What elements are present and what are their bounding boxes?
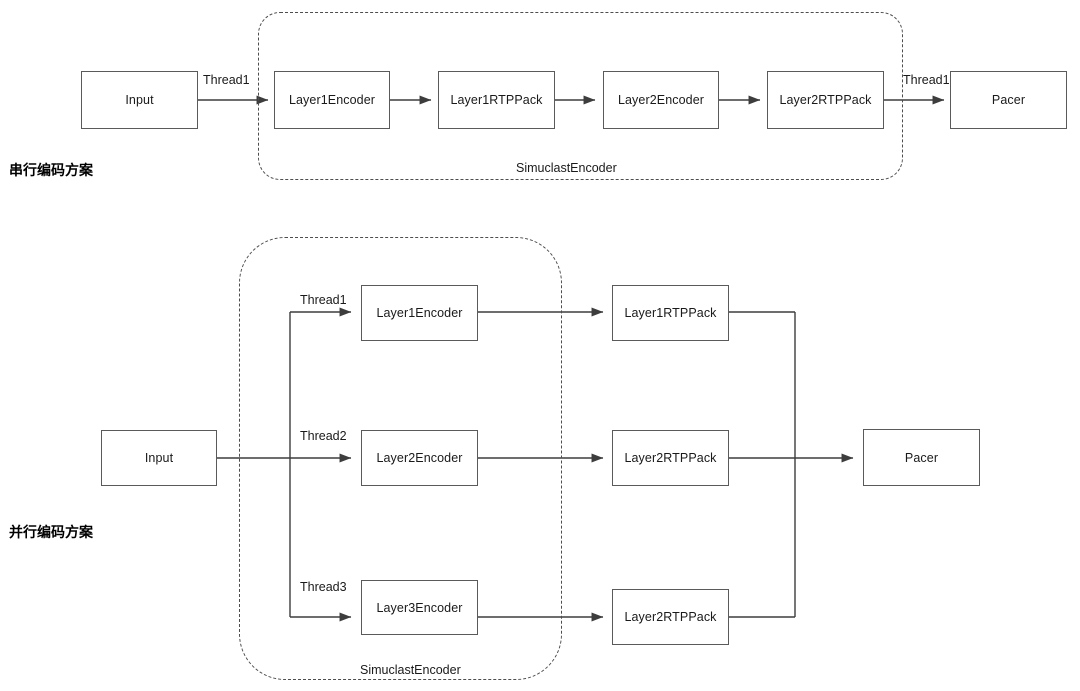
edge-label-thread1-serial-input: Thread1 [203,73,250,87]
node-layer1encoder-parallel[interactable]: Layer1Encoder [361,285,478,341]
group-simulcastencoder-serial [258,12,903,180]
group-label-simulcastencoder-serial: SimuclastEncoder [516,161,617,175]
group-simulcastencoder-parallel [239,237,562,680]
node-pacer-parallel[interactable]: Pacer [863,429,980,486]
section-title-serial: 串行编码方案 [9,162,93,178]
edge-label-thread2-parallel: Thread2 [300,429,347,443]
node-layer2rtppack-parallel-b[interactable]: Layer2RTPPack [612,589,729,645]
node-layer1rtppack-parallel[interactable]: Layer1RTPPack [612,285,729,341]
node-layer1encoder-serial[interactable]: Layer1Encoder [274,71,390,129]
edge-label-thread1-serial-pacer: Thread1 [903,73,950,87]
node-layer2encoder-parallel[interactable]: Layer2Encoder [361,430,478,486]
section-title-parallel: 并行编码方案 [9,524,93,540]
node-layer2encoder-serial[interactable]: Layer2Encoder [603,71,719,129]
node-layer3encoder-parallel[interactable]: Layer3Encoder [361,580,478,635]
group-label-simulcastencoder-parallel: SimuclastEncoder [360,663,461,677]
node-pacer-serial[interactable]: Pacer [950,71,1067,129]
node-layer2rtppack-serial[interactable]: Layer2RTPPack [767,71,884,129]
node-input-serial[interactable]: Input [81,71,198,129]
node-layer1rtppack-serial[interactable]: Layer1RTPPack [438,71,555,129]
edge-label-thread1-parallel: Thread1 [300,293,347,307]
edge-label-thread3-parallel: Thread3 [300,580,347,594]
node-layer2rtppack-parallel[interactable]: Layer2RTPPack [612,430,729,486]
node-input-parallel[interactable]: Input [101,430,217,486]
